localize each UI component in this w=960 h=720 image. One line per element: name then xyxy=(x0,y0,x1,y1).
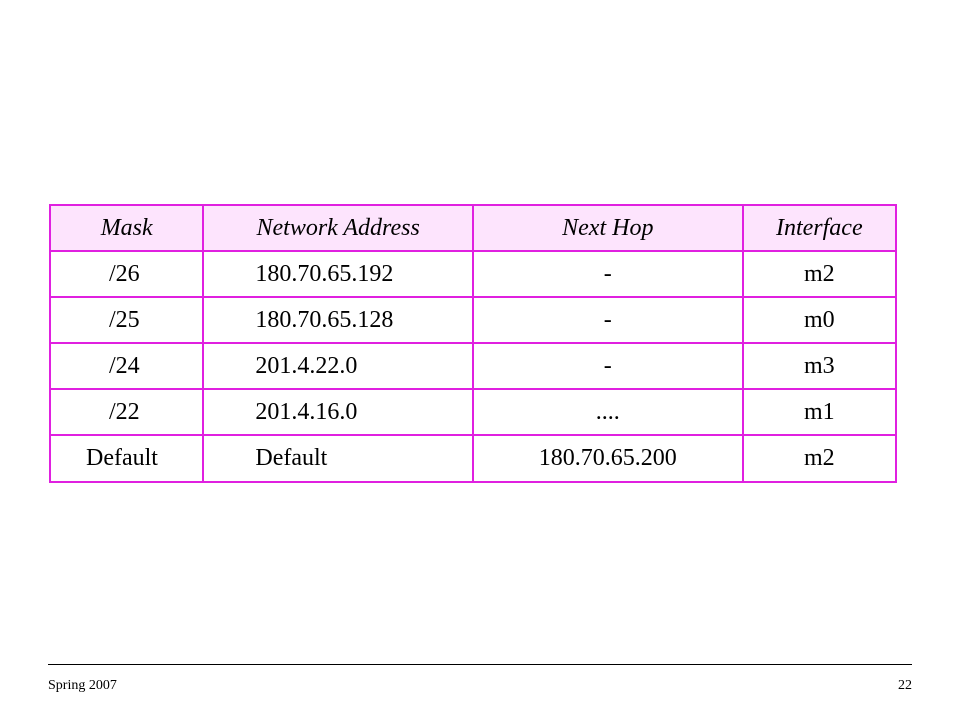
table-row: /22 201.4.16.0 .... m1 xyxy=(48,388,898,436)
cell-next-hop: .... xyxy=(471,388,744,436)
cell-mask: /22 xyxy=(48,388,205,436)
table-header-row: Mask Network Address Next Hop Interface xyxy=(48,204,898,252)
table-row: /26 180.70.65.192 - m2 xyxy=(48,250,898,298)
cell-next-hop: - xyxy=(471,296,744,344)
table-row: /24 201.4.22.0 - m3 xyxy=(48,342,898,390)
table-row: Default Default 180.70.65.200 m2 xyxy=(48,434,898,483)
table-row: /25 180.70.65.128 - m0 xyxy=(48,296,898,344)
cell-interface: m0 xyxy=(741,296,898,344)
cell-network-address: 201.4.16.0 xyxy=(202,388,474,436)
header-network-address: Network Address xyxy=(202,204,474,252)
header-interface: Interface xyxy=(741,204,898,252)
cell-next-hop: 180.70.65.200 xyxy=(471,434,744,483)
cell-mask: /25 xyxy=(48,296,205,344)
cell-mask: Default xyxy=(48,434,205,483)
cell-interface: m2 xyxy=(741,434,898,483)
cell-network-address: 201.4.22.0 xyxy=(202,342,474,390)
footer-divider xyxy=(48,664,912,665)
header-next-hop: Next Hop xyxy=(471,204,744,252)
cell-next-hop: - xyxy=(471,342,744,390)
footer-date: Spring 2007 xyxy=(48,678,117,693)
cell-mask: /26 xyxy=(48,250,205,298)
cell-interface: m3 xyxy=(741,342,898,390)
routing-table: Mask Network Address Next Hop Interface … xyxy=(48,204,898,483)
cell-next-hop: - xyxy=(471,250,744,298)
cell-interface: m1 xyxy=(741,388,898,436)
slide-number: 22 xyxy=(898,678,912,693)
cell-network-address: 180.70.65.192 xyxy=(202,250,474,298)
cell-network-address: Default xyxy=(202,434,474,483)
cell-interface: m2 xyxy=(741,250,898,298)
cell-network-address: 180.70.65.128 xyxy=(202,296,474,344)
header-mask: Mask xyxy=(48,204,205,252)
cell-mask: /24 xyxy=(48,342,205,390)
